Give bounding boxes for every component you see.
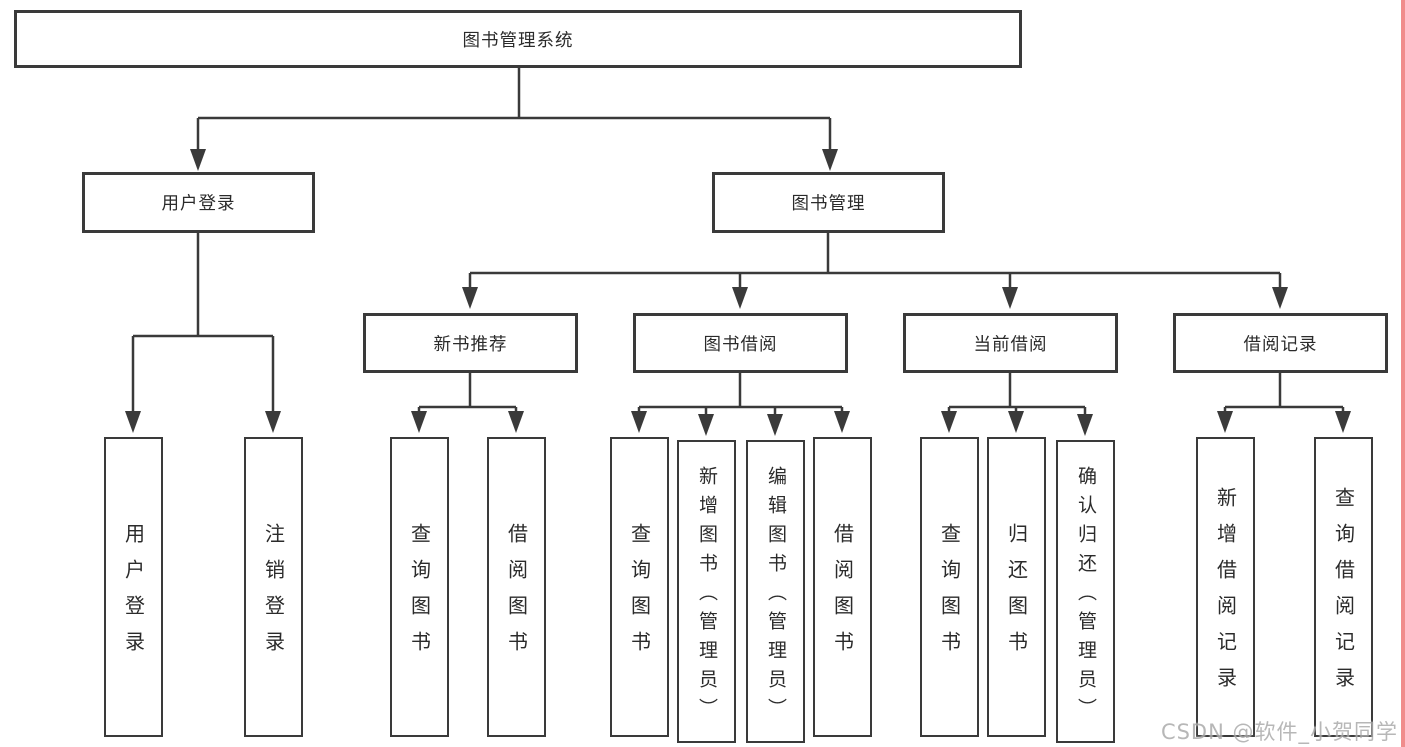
node-new-book-recommend: 新书推荐 bbox=[363, 313, 578, 373]
arrowhead-icon bbox=[508, 411, 524, 433]
leaf-label: 用户登录 bbox=[121, 523, 146, 667]
leaf-user-login: 用户登录 bbox=[104, 437, 163, 737]
node-book-borrow: 图书借阅 bbox=[633, 313, 848, 373]
leaf-label: 查询图书 bbox=[407, 523, 432, 667]
leaf-query-books: 查询图书 bbox=[390, 437, 449, 737]
arrowhead-icon bbox=[1272, 287, 1288, 309]
arrowhead-icon bbox=[125, 411, 141, 433]
leaf-label: 查询图书 bbox=[627, 523, 652, 667]
leaf-logout: 注销登录 bbox=[244, 437, 303, 737]
leaf-add-book-admin: 新增图书（管理员） bbox=[677, 440, 736, 743]
arrowhead-icon bbox=[462, 287, 478, 309]
node-book-management: 图书管理 bbox=[712, 172, 945, 233]
leaf-query-books: 查询图书 bbox=[920, 437, 979, 737]
arrowhead-icon bbox=[411, 411, 427, 433]
arrowhead-icon bbox=[265, 411, 281, 433]
arrowhead-icon bbox=[631, 411, 647, 433]
arrowhead-icon bbox=[1008, 411, 1024, 433]
csdn-watermark: CSDN @软件_小贺同学 bbox=[1160, 720, 1398, 744]
arrowhead-icon bbox=[1077, 414, 1093, 436]
connector-path bbox=[131, 68, 1345, 416]
arrowhead-icon bbox=[834, 411, 850, 433]
node-label: 图书借阅 bbox=[703, 334, 778, 355]
leaf-query-books: 查询图书 bbox=[610, 437, 669, 737]
node-label: 当前借阅 bbox=[973, 334, 1048, 355]
arrowhead-icon bbox=[1335, 411, 1351, 433]
node-current-borrow: 当前借阅 bbox=[903, 313, 1118, 373]
arrowhead-icon bbox=[1217, 411, 1233, 433]
arrowhead-icon bbox=[941, 411, 957, 433]
leaf-label: 查询图书 bbox=[937, 523, 962, 667]
leaf-label: 归还图书 bbox=[1004, 523, 1029, 667]
arrowhead-icon bbox=[190, 149, 206, 171]
leaf-confirm-return-admin: 确认归还（管理员） bbox=[1056, 440, 1115, 743]
leaf-label: 查询借阅记录 bbox=[1331, 487, 1356, 703]
leaf-label: 新增借阅记录 bbox=[1213, 487, 1238, 703]
node-label: 借阅记录 bbox=[1243, 334, 1318, 355]
leaf-label: 新增图书（管理员） bbox=[696, 466, 718, 727]
leaf-label: 注销登录 bbox=[261, 523, 286, 667]
leaf-label: 借阅图书 bbox=[504, 523, 529, 667]
node-user-login: 用户登录 bbox=[82, 172, 315, 233]
node-root: 图书管理系统 bbox=[14, 10, 1022, 68]
leaf-edit-book-admin: 编辑图书（管理员） bbox=[746, 440, 805, 743]
node-borrow-records: 借阅记录 bbox=[1173, 313, 1388, 373]
leaf-return-books: 归还图书 bbox=[987, 437, 1046, 737]
leaf-label: 确认归还（管理员） bbox=[1075, 466, 1097, 727]
arrowhead-icon bbox=[767, 414, 783, 436]
leaf-label: 借阅图书 bbox=[830, 523, 855, 667]
leaf-add-borrow-record: 新增借阅记录 bbox=[1196, 437, 1255, 737]
node-label: 用户登录 bbox=[161, 194, 236, 214]
leaf-borrow-books: 借阅图书 bbox=[813, 437, 872, 737]
arrowhead-icon bbox=[1002, 287, 1018, 309]
arrowhead-icon bbox=[822, 149, 838, 171]
arrowhead-icon bbox=[698, 414, 714, 436]
node-label: 图书管理 bbox=[791, 194, 866, 214]
leaf-query-borrow-record: 查询借阅记录 bbox=[1314, 437, 1373, 737]
node-label: 新书推荐 bbox=[433, 334, 508, 355]
csdn-edge-band bbox=[1401, 0, 1405, 747]
arrowhead-icon bbox=[732, 287, 748, 309]
node-root-label: 图书管理系统 bbox=[462, 30, 574, 51]
leaf-borrow-books: 借阅图书 bbox=[487, 437, 546, 737]
leaf-label: 编辑图书（管理员） bbox=[765, 466, 787, 727]
